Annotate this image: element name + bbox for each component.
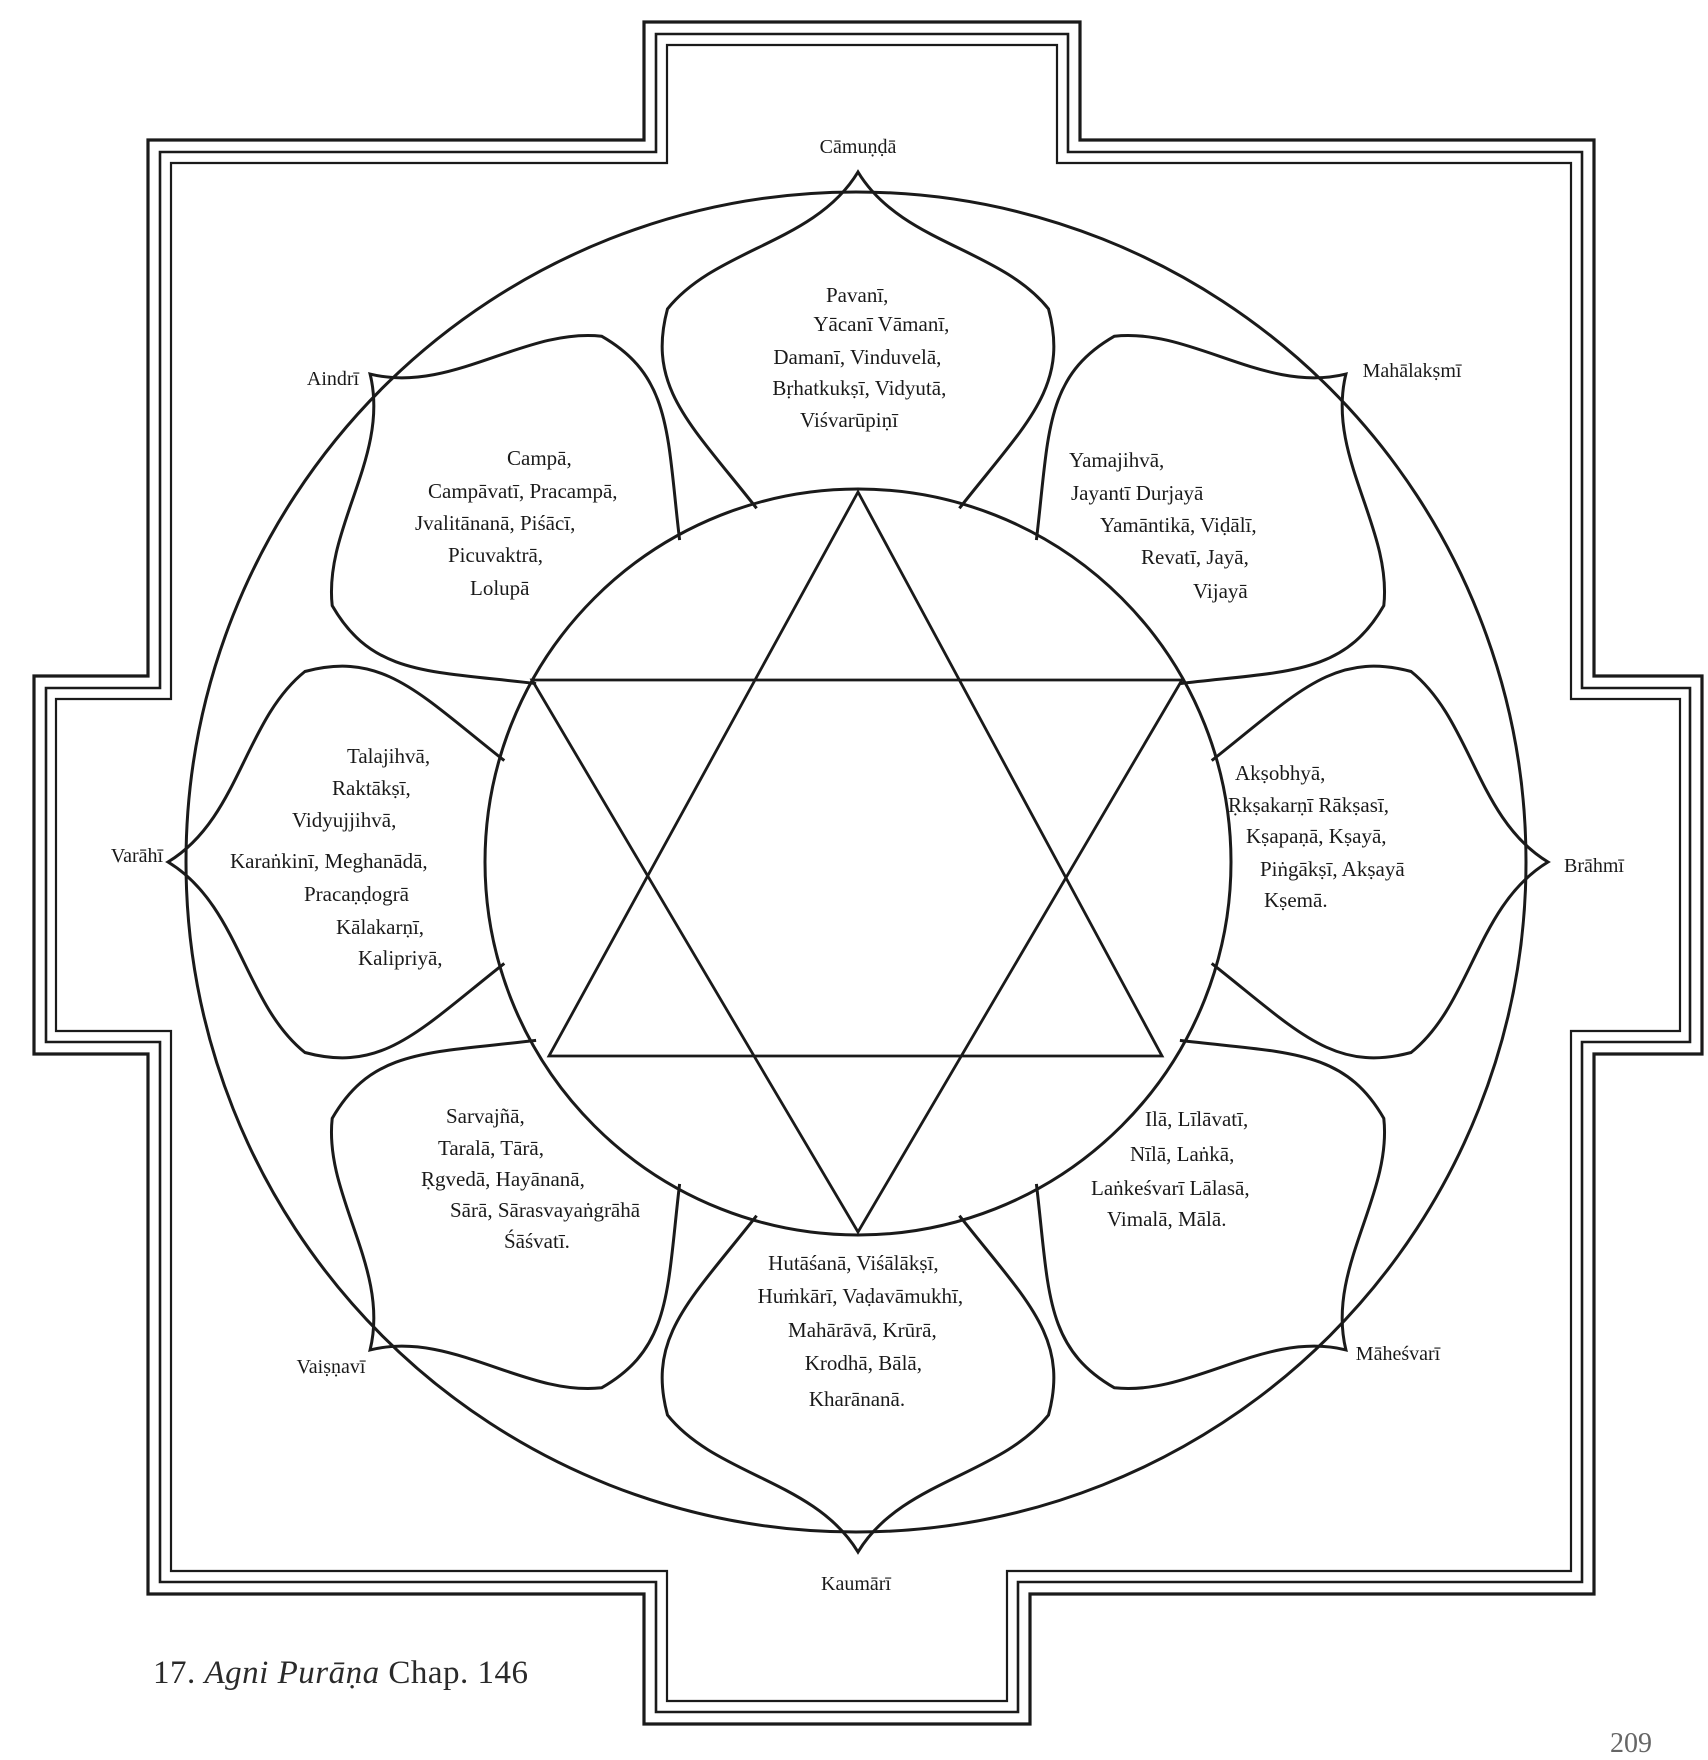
- lotus-petals: [165, 169, 1551, 1555]
- petal-left: [165, 664, 506, 1060]
- direction-bottom-right: Māheśvarī: [1356, 1343, 1441, 1365]
- petal-bottom-right: [1034, 1038, 1387, 1391]
- inner-circle: [483, 487, 1233, 1237]
- direction-labels: Cāmuṇḍā Mahālakṣmī Brāhmī Māheśvarī Kaum…: [111, 136, 1625, 1595]
- petal-left-names: Talajihvā, Raktākṣī, Vidyujjihvā, Karaṅk…: [230, 744, 443, 970]
- hexagram-downward-triangle: [529, 678, 1185, 1235]
- direction-top: Cāmuṇḍā: [820, 136, 897, 158]
- direction-left: Varāhī: [111, 845, 164, 867]
- petal-top-right-names: Yamajihvā, Jayantī Durjayā Yamāntikā, Vi…: [1069, 448, 1262, 603]
- direction-right: Brāhmī: [1564, 855, 1624, 877]
- frame-outline-outer: [32, 20, 1704, 1726]
- frame-outline-inner: [54, 43, 1682, 1703]
- outer-square-frame: [32, 20, 1704, 1726]
- petal-top-right: [1034, 333, 1387, 686]
- petal-bottom: [660, 1214, 1056, 1555]
- petal-texts: Pavanī, Yācanī Vāmanī, Damanī, Vinduvelā…: [230, 283, 1410, 1411]
- petal-top-left: [329, 333, 682, 686]
- figure-caption: 17. Agni Purāṇa Chap. 146: [153, 1655, 529, 1692]
- petal-top: [660, 169, 1056, 510]
- caption-number: 17.: [153, 1655, 196, 1691]
- caption-chapter: Chap. 146: [388, 1655, 529, 1691]
- hexagram: [529, 489, 1185, 1235]
- petal-top-names: Pavanī, Yācanī Vāmanī, Damanī, Vinduvelā…: [772, 283, 954, 432]
- petal-bottom-right-names: Ilā, Līlāvatī, Nīlā, Laṅkā, Laṅkeśvarī L…: [1091, 1107, 1255, 1231]
- petal-right: [1210, 664, 1551, 1060]
- petal-bottom-left: [329, 1038, 682, 1391]
- direction-bottom: Kaumārī: [821, 1573, 891, 1595]
- caption-title: Agni Purāṇa: [204, 1655, 380, 1691]
- frame-outline-middle: [44, 32, 1692, 1714]
- petal-bottom-names: Hutāśanā, Viśālākṣī, Huṁkārī, Vaḍavāmukh…: [758, 1251, 969, 1411]
- direction-bottom-left: Vaiṣṇavī: [297, 1356, 366, 1378]
- petal-top-left-names: Campā, Campāvatī, Pracampā, Jvalitānanā,…: [415, 446, 623, 600]
- outer-circle: [184, 190, 1528, 1534]
- petal-bottom-left-names: Sarvajñā, Taralā, Tārā, Ṛgvedā, Hayānanā…: [421, 1104, 645, 1253]
- direction-top-left: Aindrī: [307, 368, 360, 390]
- hexagram-upward-triangle: [546, 489, 1165, 1058]
- direction-top-right: Mahālakṣmī: [1363, 360, 1462, 382]
- petal-right-names: Akṣobhyā, Ṛkṣakarṇī Rākṣasī, Kṣapaṇā, Kṣ…: [1228, 761, 1410, 912]
- page-number: 209: [1610, 1728, 1652, 1759]
